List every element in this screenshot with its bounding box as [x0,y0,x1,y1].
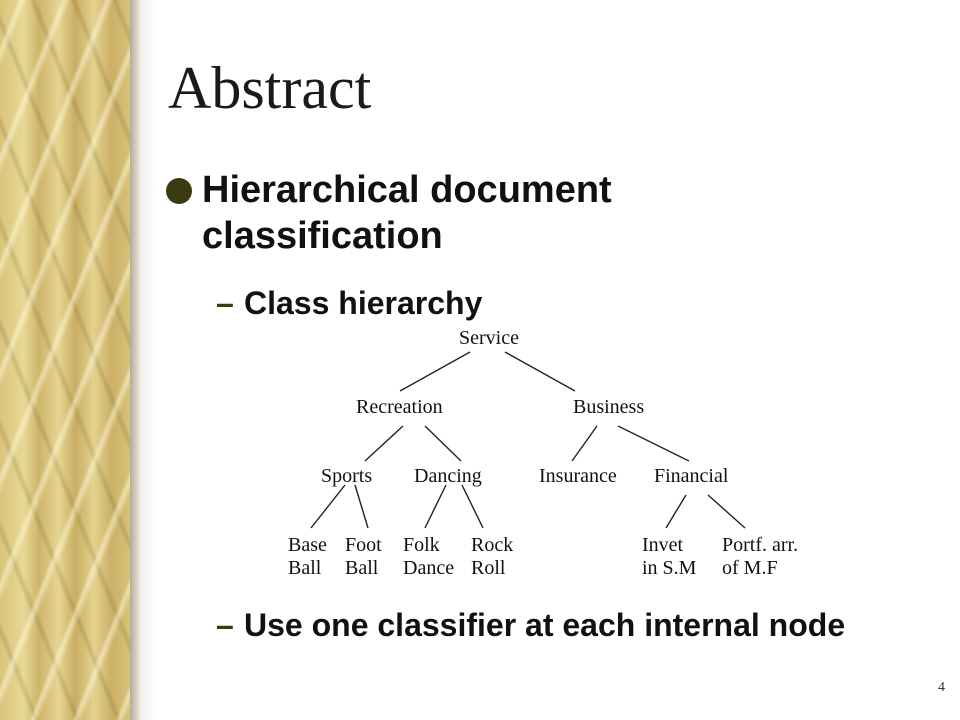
node-service: Service [459,327,519,349]
sub-bullet-class-hierarchy: Class hierarchy [244,285,483,321]
edge-service-business [504,351,576,392]
leaf-base-ball-line2: Ball [288,557,322,579]
leaf-folk-dance-line1: Folk [403,534,440,556]
node-insurance: Insurance [539,465,617,487]
leaf-rock-roll-line1: Rock [471,534,513,556]
sub-bullet-dash: – [216,285,234,321]
leaf-base-ball-line1: Base [288,534,327,556]
leaf-rock-roll-line2: Roll [471,557,506,579]
edge-sports-baseball [310,484,346,529]
sub-bullet-dash: – [216,607,234,643]
node-financial: Financial [654,465,729,487]
node-recreation: Recreation [356,396,443,418]
leaf-folk-dance-line2: Dance [403,557,454,579]
edge-financial-invet [665,494,687,529]
bullet-main: Hierarchical document classification [202,169,612,257]
edge-dancing-folkdance [424,484,447,529]
leaf-invet-line2: in S.M [642,557,697,579]
edge-financial-portf [707,494,746,529]
decorative-gold-band [0,0,130,720]
page-number: 4 [938,680,945,695]
edge-business-insurance [571,425,598,462]
band-shadow [130,0,158,720]
edge-service-recreation [399,351,471,392]
node-sports: Sports [321,465,372,487]
node-business: Business [573,396,644,418]
slide-title: Abstract [168,55,372,121]
node-dancing: Dancing [414,465,482,487]
sub-bullet-one-classifier: Use one classifier at each internal node [244,607,846,643]
leaf-foot-ball-line2: Ball [345,557,379,579]
leaf-invet-line1: Invet [642,534,684,556]
leaf-portf-line1: Portf. arr. [722,534,798,556]
edge-sports-football [354,484,369,529]
bullet-dot-icon [166,178,192,204]
leaf-foot-ball-line1: Foot [345,534,382,556]
edge-dancing-rockroll [461,484,484,529]
edge-recreation-dancing [424,425,462,462]
edge-business-financial [617,425,690,462]
leaf-portf-line2: of M.F [722,557,778,579]
edge-recreation-sports [364,425,404,462]
